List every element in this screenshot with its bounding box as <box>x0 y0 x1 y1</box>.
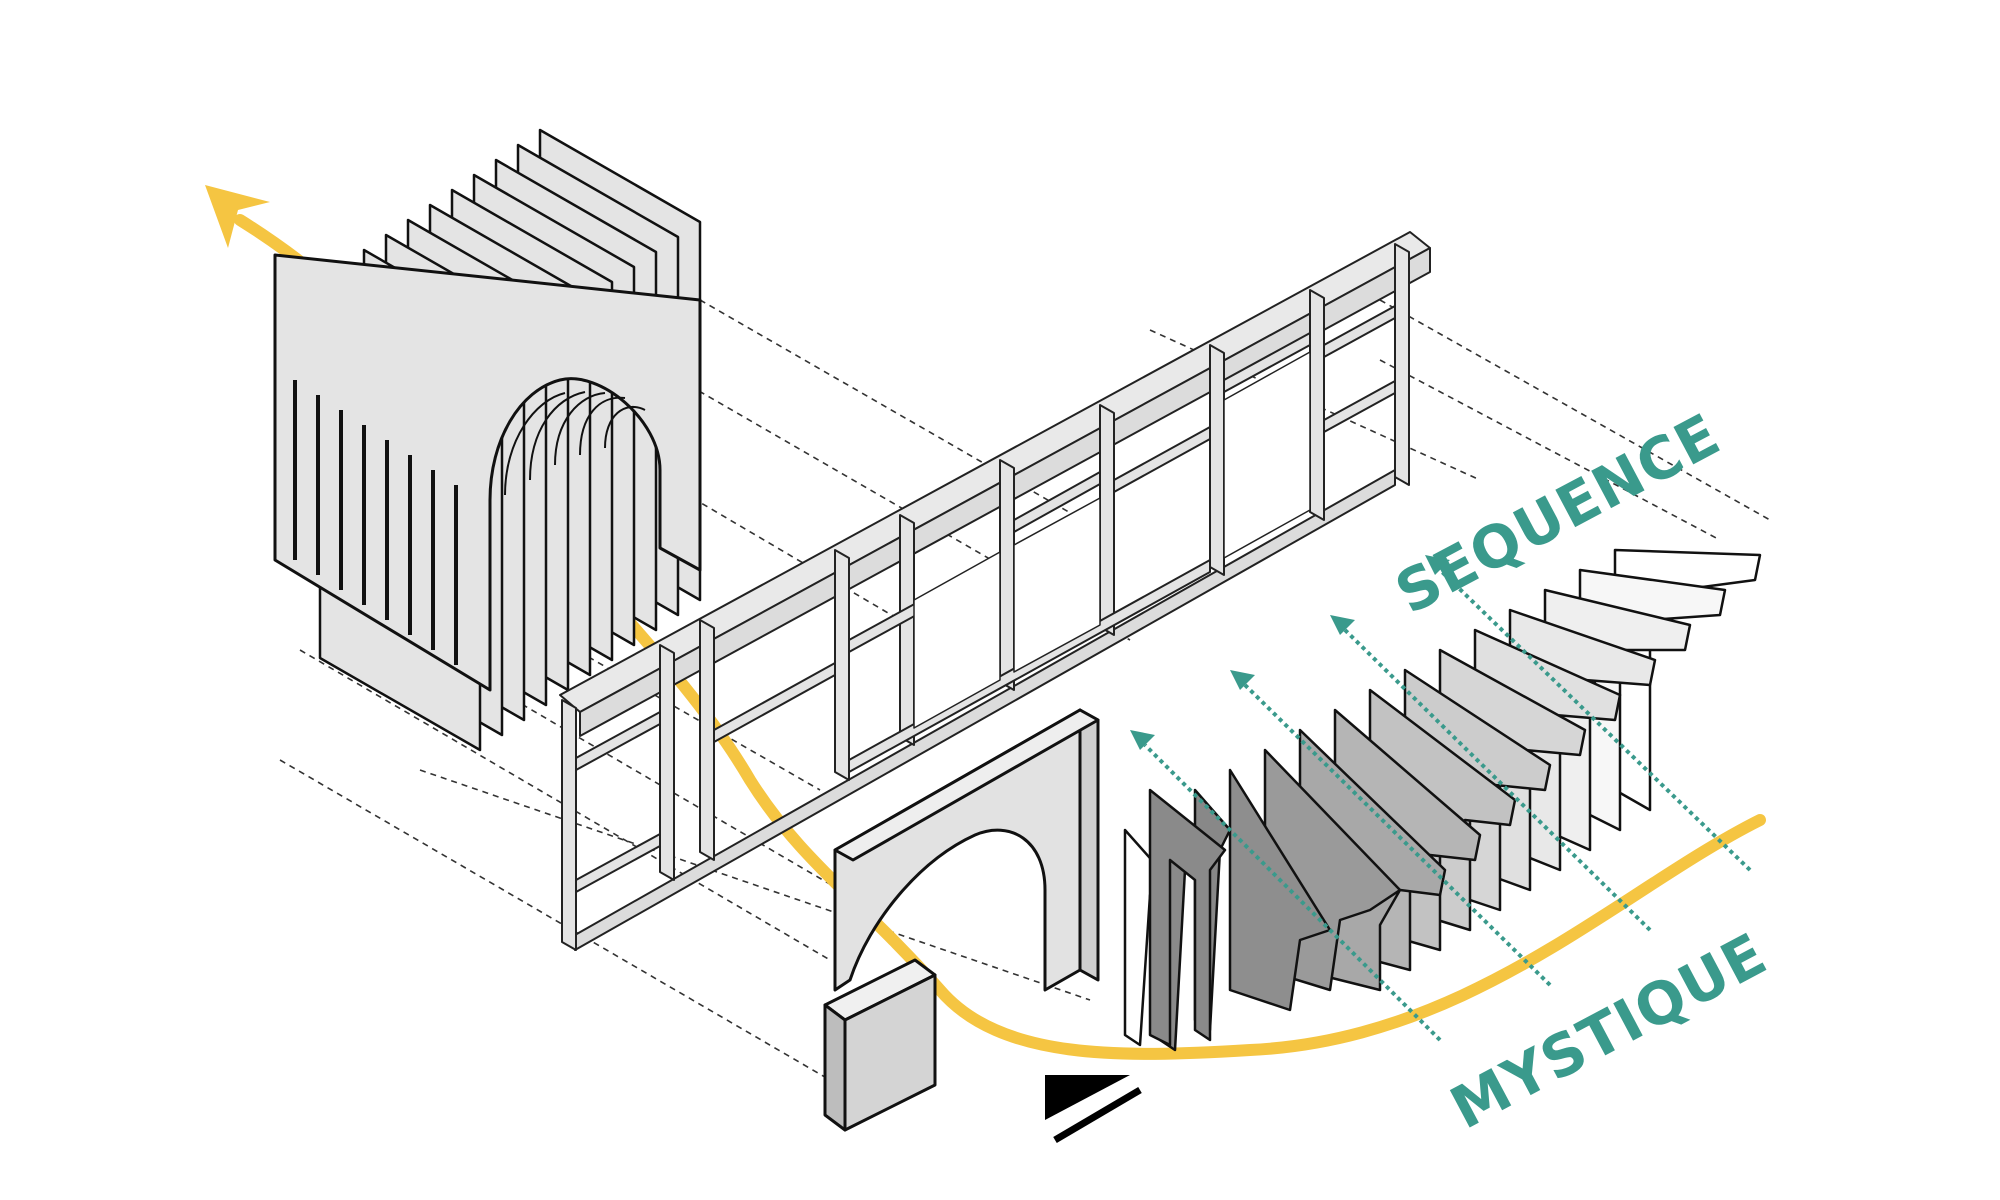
frame-wall-post <box>699 619 715 861</box>
viewer-triangle-icon <box>1045 1075 1130 1120</box>
single-arch-top <box>833 708 1100 862</box>
entry-block-side <box>843 973 937 1132</box>
frame-wall-post <box>834 549 850 781</box>
viewer-bar <box>1053 1086 1142 1144</box>
frame-wall-post <box>899 514 915 746</box>
fin <box>1228 768 1332 1012</box>
single-arch-side <box>1078 708 1100 982</box>
frame-wall-post <box>659 644 675 881</box>
path-arrowhead-icon <box>205 185 270 248</box>
arch-tunnel-ribs <box>504 391 646 496</box>
label-mystique: MYSTIQUE <box>1440 920 1778 1143</box>
frame-wall-post <box>1309 289 1325 521</box>
arch-tunnel-front <box>273 253 702 692</box>
single-arch-panel <box>833 708 1100 992</box>
arch-tunnel <box>273 128 702 752</box>
arrowhead-icon <box>1230 670 1255 690</box>
entry-block <box>823 958 937 1132</box>
frame-wall-post <box>1209 344 1225 576</box>
entry-block-front <box>823 1003 847 1132</box>
frame-wall-post <box>999 459 1015 691</box>
sequence-arrows <box>1143 568 1752 1042</box>
frame-wall-openings <box>913 351 1311 729</box>
frame-wall-post <box>561 699 577 951</box>
fin <box>1148 788 1227 1047</box>
frame-wall-post <box>1394 243 1410 486</box>
sequence-arrowheads <box>1130 555 1450 750</box>
frame-wall-post <box>1099 404 1115 636</box>
single-arch-face <box>833 708 1082 992</box>
fin-sequence <box>1123 548 1762 1052</box>
arrowhead-icon <box>1330 615 1355 635</box>
arrowhead-icon <box>1425 555 1450 575</box>
viewer-marker <box>1045 1075 1142 1144</box>
arrowhead-icon <box>1130 730 1155 750</box>
frame-wall <box>559 231 1431 951</box>
arch-tunnel-slots <box>293 380 458 665</box>
